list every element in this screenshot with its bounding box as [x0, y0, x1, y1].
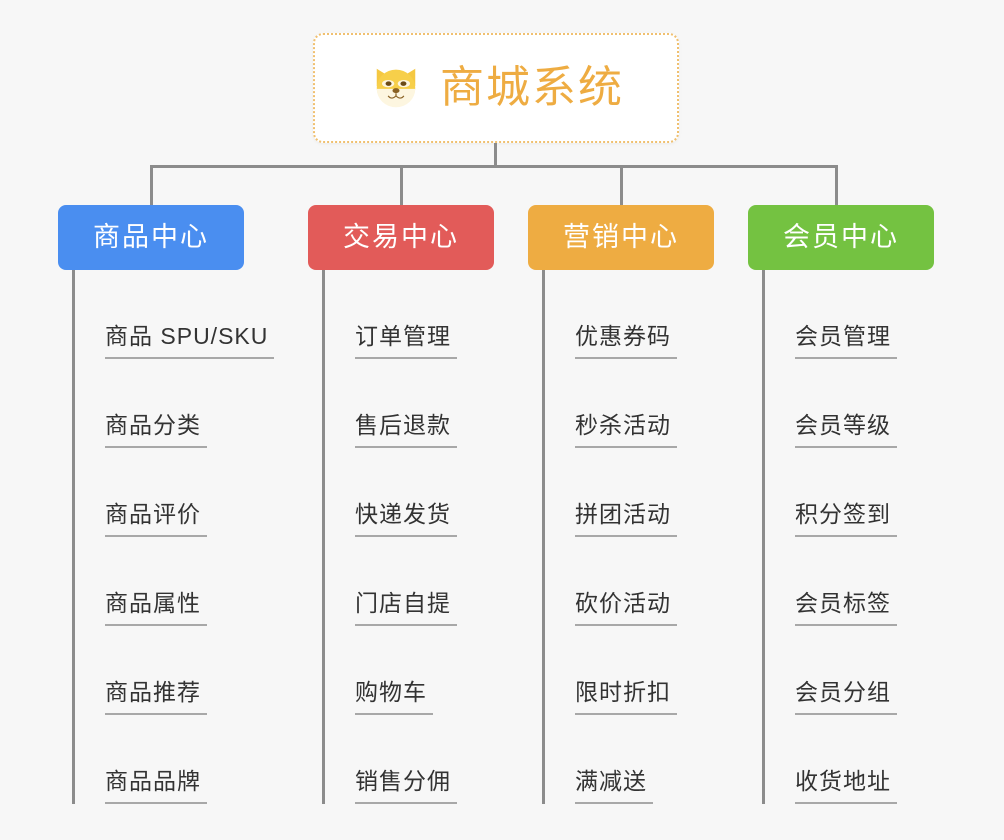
list-item[interactable]: 收货地址 — [765, 715, 934, 804]
list-item[interactable]: 商品分类 — [75, 359, 244, 448]
leaf-label: 商品属性 — [105, 592, 207, 626]
leaf-label: 会员管理 — [795, 325, 897, 359]
category-header-trade[interactable]: 交易中心 — [308, 205, 494, 270]
category-header-label: 会员中心 — [783, 222, 899, 252]
list-item[interactable]: 售后退款 — [325, 359, 494, 448]
leaf-label: 优惠券码 — [575, 325, 677, 359]
leaf-label: 快递发货 — [355, 503, 457, 537]
list-item[interactable]: 拼团活动 — [545, 448, 714, 537]
leaf-label: 商品推荐 — [105, 681, 207, 715]
list-item[interactable]: 门店自提 — [325, 537, 494, 626]
connector-drop-2 — [400, 165, 403, 205]
leaf-label: 收货地址 — [795, 770, 897, 804]
list-item[interactable]: 砍价活动 — [545, 537, 714, 626]
list-item[interactable]: 会员分组 — [765, 626, 934, 715]
category-column-member: 会员中心 会员管理 会员等级 积分签到 会员标签 会员分组 收货地址 — [748, 205, 934, 804]
list-item[interactable]: 快递发货 — [325, 448, 494, 537]
leaf-label: 限时折扣 — [575, 681, 677, 715]
leaf-label: 销售分佣 — [355, 770, 457, 804]
list-item[interactable]: 积分签到 — [765, 448, 934, 537]
leaf-label: 拼团活动 — [575, 503, 677, 537]
list-item[interactable]: 商品属性 — [75, 537, 244, 626]
category-header-label: 商品中心 — [93, 222, 209, 252]
connector-drop-1 — [150, 165, 153, 205]
category-column-product: 商品中心 商品 SPU/SKU 商品分类 商品评价 商品属性 商品推荐 商品品牌 — [58, 205, 275, 804]
leaf-label: 会员等级 — [795, 414, 897, 448]
list-item[interactable]: 销售分佣 — [325, 715, 494, 804]
connector-drop-3 — [620, 165, 623, 205]
leaf-label: 满减送 — [575, 770, 653, 804]
root-title: 商城系统 — [440, 63, 624, 112]
list-item[interactable]: 商品推荐 — [75, 626, 244, 715]
leaf-label: 商品 SPU/SKU — [105, 325, 275, 359]
leaf-label: 商品品牌 — [105, 770, 207, 804]
category-header-product[interactable]: 商品中心 — [58, 205, 244, 270]
leaf-list-trade: 订单管理 售后退款 快递发货 门店自提 购物车 销售分佣 — [322, 270, 494, 804]
list-item[interactable]: 商品评价 — [75, 448, 244, 537]
connector-root-stem — [494, 143, 497, 167]
leaf-list-product: 商品 SPU/SKU 商品分类 商品评价 商品属性 商品推荐 商品品牌 — [72, 270, 275, 804]
leaf-list-marketing: 优惠券码 秒杀活动 拼团活动 砍价活动 限时折扣 满减送 — [542, 270, 714, 804]
root-node[interactable]: 商城系统 — [313, 33, 679, 143]
list-item[interactable]: 购物车 — [325, 626, 494, 715]
list-item[interactable]: 满减送 — [545, 715, 714, 804]
list-item[interactable]: 秒杀活动 — [545, 359, 714, 448]
category-column-marketing: 营销中心 优惠券码 秒杀活动 拼团活动 砍价活动 限时折扣 满减送 — [528, 205, 714, 804]
list-item[interactable]: 商品品牌 — [75, 715, 244, 804]
connector-drop-4 — [835, 165, 838, 205]
leaf-label: 订单管理 — [355, 325, 457, 359]
leaf-label: 门店自提 — [355, 592, 457, 626]
list-item[interactable]: 优惠券码 — [545, 270, 714, 359]
category-header-marketing[interactable]: 营销中心 — [528, 205, 714, 270]
category-header-member[interactable]: 会员中心 — [748, 205, 934, 270]
list-item[interactable]: 会员管理 — [765, 270, 934, 359]
list-item[interactable]: 商品 SPU/SKU — [75, 270, 275, 359]
leaf-label: 会员标签 — [795, 592, 897, 626]
list-item[interactable]: 会员标签 — [765, 537, 934, 626]
leaf-label: 售后退款 — [355, 414, 457, 448]
list-item[interactable]: 限时折扣 — [545, 626, 714, 715]
leaf-label: 会员分组 — [795, 681, 897, 715]
leaf-label: 砍价活动 — [575, 592, 677, 626]
leaf-label: 商品分类 — [105, 414, 207, 448]
leaf-label: 积分签到 — [795, 503, 897, 537]
leaf-label: 秒杀活动 — [575, 414, 677, 448]
list-item[interactable]: 订单管理 — [325, 270, 494, 359]
leaf-label: 商品评价 — [105, 503, 207, 537]
leaf-label: 购物车 — [355, 681, 433, 715]
list-item[interactable]: 会员等级 — [765, 359, 934, 448]
category-column-trade: 交易中心 订单管理 售后退款 快递发货 门店自提 购物车 销售分佣 — [308, 205, 494, 804]
category-header-label: 营销中心 — [563, 222, 679, 252]
dog-face-icon — [376, 68, 416, 108]
category-header-label: 交易中心 — [343, 222, 459, 252]
leaf-list-member: 会员管理 会员等级 积分签到 会员标签 会员分组 收货地址 — [762, 270, 934, 804]
connector-horizontal-bus — [150, 165, 838, 168]
